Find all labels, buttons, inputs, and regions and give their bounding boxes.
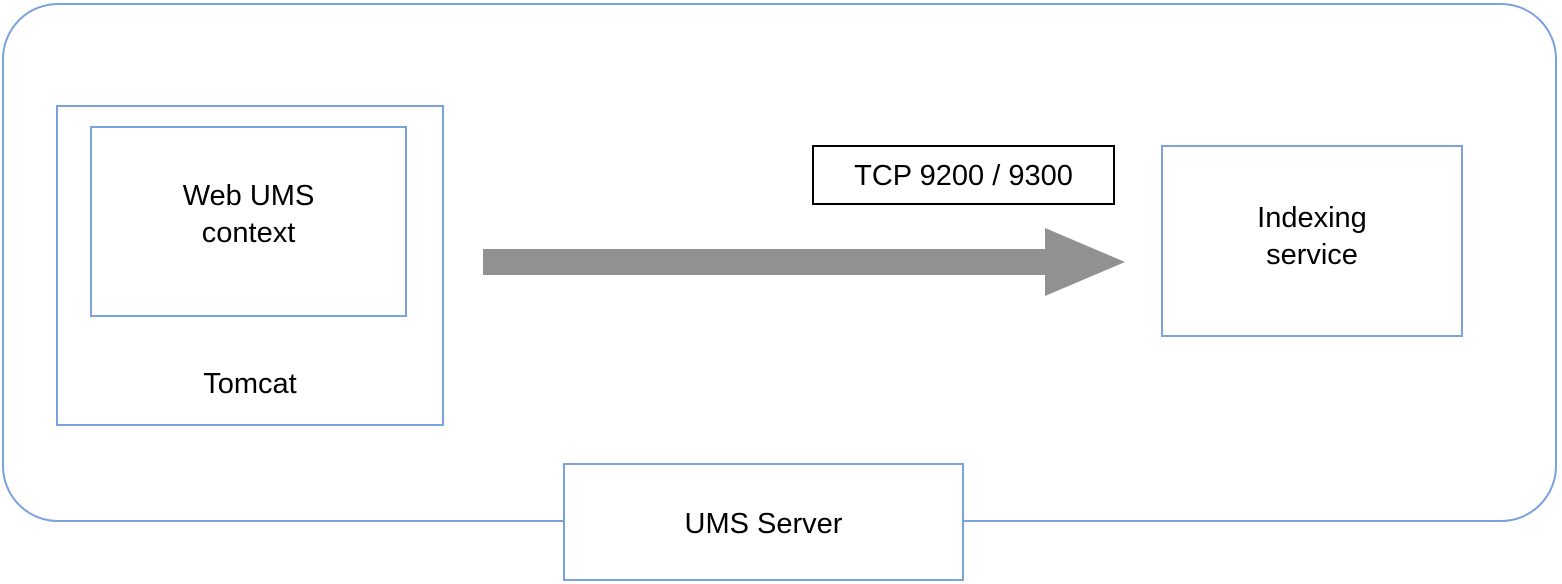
node-tomcat-label: Tomcat bbox=[203, 368, 297, 400]
connector-arrow-tcp bbox=[480, 224, 1128, 300]
node-ums-server[interactable]: UMS Server bbox=[563, 463, 964, 581]
node-indexing-service-label: Indexing service bbox=[1257, 202, 1367, 271]
node-indexing-service[interactable]: Indexing service bbox=[1161, 145, 1463, 337]
node-web-ums-context[interactable]: Web UMS context bbox=[90, 126, 407, 317]
node-ums-server-label: UMS Server bbox=[684, 508, 843, 540]
connector-label-box[interactable]: TCP 9200 / 9300 bbox=[812, 145, 1115, 205]
connector-label-text: TCP 9200 / 9300 bbox=[854, 160, 1073, 192]
node-web-ums-context-label: Web UMS context bbox=[182, 180, 315, 249]
arrow-right-icon bbox=[483, 228, 1125, 296]
